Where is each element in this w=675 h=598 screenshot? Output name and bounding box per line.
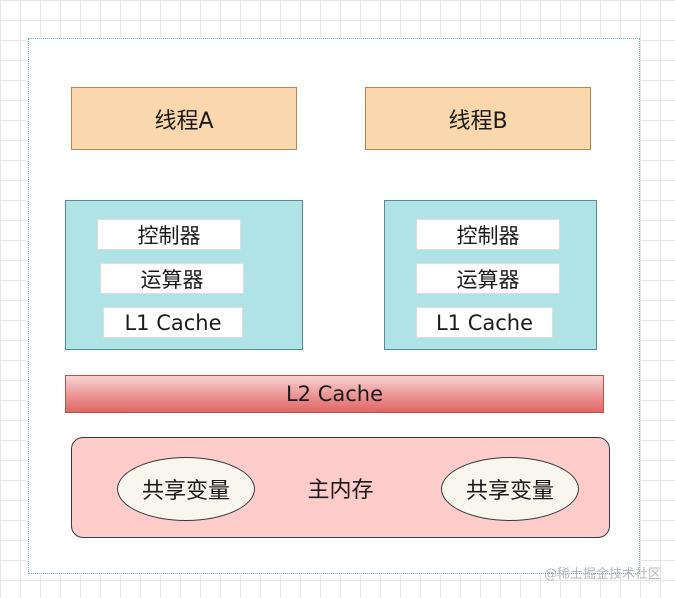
thread-a-box: 线程A xyxy=(71,87,297,150)
control-unit-a-label: 控制器 xyxy=(137,223,201,248)
thread-b-label: 线程B xyxy=(448,108,508,134)
alu-a-label: 运算器 xyxy=(140,267,204,292)
control-unit-a: 控制器 xyxy=(97,219,241,250)
thread-a-label: 线程A xyxy=(154,108,214,134)
watermark: @稀土掘金技术社区 xyxy=(543,567,661,582)
alu-b-label: 运算器 xyxy=(456,267,520,292)
l1-cache-b-label: L1 Cache xyxy=(435,310,534,335)
cpu-core-b: 控制器 运算器 L1 Cache xyxy=(384,200,597,350)
l2-cache-label: L2 Cache xyxy=(285,382,384,406)
main-memory-box: 主内存 共享变量 共享变量 xyxy=(71,437,610,538)
shared-variable-right-label: 共享变量 xyxy=(465,479,554,504)
main-memory-label: 主内存 xyxy=(307,477,374,503)
l1-cache-a: L1 Cache xyxy=(103,307,243,338)
shared-variable-left: 共享变量 xyxy=(117,457,255,521)
l2-cache-bar: L2 Cache xyxy=(65,375,604,413)
l1-cache-b: L1 Cache xyxy=(416,307,553,338)
shared-variable-left-label: 共享变量 xyxy=(141,479,230,504)
cpu-core-a: 控制器 运算器 L1 Cache xyxy=(65,200,303,350)
thread-b-box: 线程B xyxy=(365,87,591,150)
control-unit-b: 控制器 xyxy=(416,219,560,250)
shared-variable-right: 共享变量 xyxy=(441,457,579,521)
l1-cache-a-label: L1 Cache xyxy=(124,310,222,335)
alu-b: 运算器 xyxy=(416,263,560,294)
control-unit-b-label: 控制器 xyxy=(456,223,520,248)
alu-a: 运算器 xyxy=(100,263,244,294)
